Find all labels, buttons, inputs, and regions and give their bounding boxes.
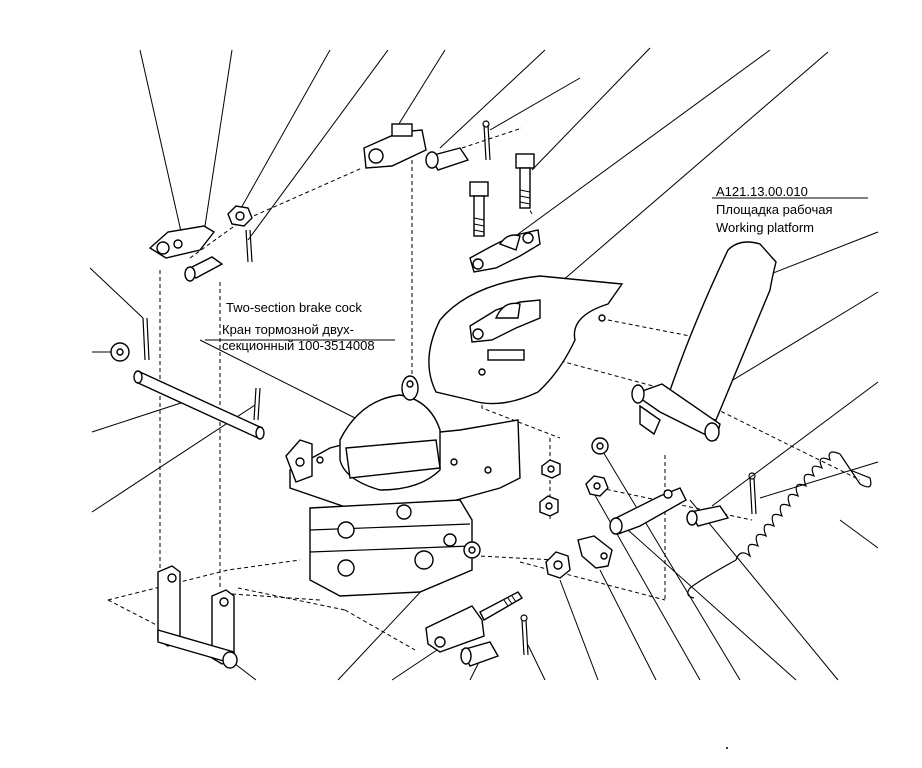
top-pin-1 (425, 147, 470, 171)
top-bolt-1 (515, 153, 535, 209)
right-cotter-pin (748, 472, 757, 515)
top-bolt-2 (469, 181, 489, 237)
leader-lines-top (139, 47, 829, 301)
lower-fork-lever (157, 565, 238, 669)
bracket-clamp-upper (469, 229, 541, 273)
left-washer (110, 342, 130, 362)
upper-nut (227, 205, 253, 227)
valve-side-washer (463, 541, 481, 559)
left-clevis (148, 225, 216, 259)
right-pin (686, 505, 730, 527)
rod-cotter-pin (253, 387, 261, 421)
left-pin (184, 256, 224, 282)
right-clevis (609, 487, 687, 535)
brake-cock-label-ru-1: Кран тормозной двух- (222, 322, 354, 337)
lower-pull-rod (425, 591, 523, 653)
middle-washer-1 (591, 437, 609, 455)
lower-middle-nut (545, 551, 571, 579)
lower-pin (460, 641, 500, 667)
top-cotter-pin (482, 120, 491, 161)
platform-code-label: А121.13.00.010 (716, 184, 808, 199)
long-rod (133, 370, 265, 440)
middle-nut-1 (541, 459, 561, 479)
lower-cotter-pin (520, 614, 529, 656)
left-cotter-pin (142, 317, 150, 361)
brake-cock-label-ru-2: секционный 100-3514008 (222, 338, 375, 353)
platform-label-en: Working platform (716, 220, 815, 235)
middle-nut-3 (585, 475, 609, 497)
brake-pedal (631, 241, 777, 442)
brake-cock-valve (309, 375, 473, 597)
small-bracket-plate (577, 535, 613, 569)
upper-cotter-pin (245, 229, 253, 263)
top-clevis (363, 123, 427, 169)
working-platform-plate (428, 275, 624, 405)
dot-mark (726, 747, 728, 749)
platform-label-ru: Площадка рабочая (716, 202, 833, 217)
brake-cock-label-en: Two-section brake cock (226, 300, 362, 315)
return-spring (687, 451, 872, 599)
middle-nut-2 (539, 495, 559, 517)
